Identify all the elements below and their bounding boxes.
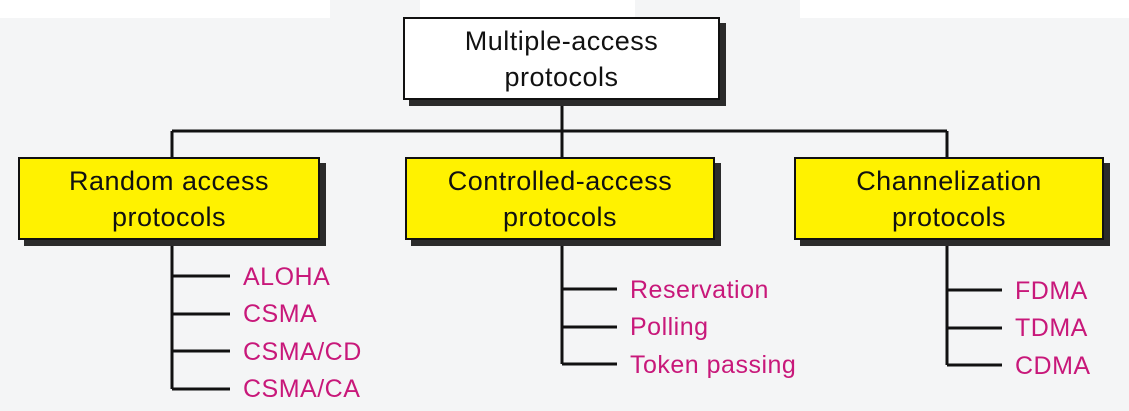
leaf-token-passing: Token passing: [630, 351, 797, 379]
leaf-tdma: TDMA: [1015, 314, 1088, 342]
leaf-csma-ca: CSMA/CA: [243, 375, 361, 403]
watermark-block: [800, 0, 1129, 18]
root-node: Multiple-access protocols: [403, 17, 720, 100]
watermark-block: [420, 0, 635, 18]
category-node-label: Channelization protocols: [856, 165, 1042, 232]
leaf-csma-cd: CSMA/CD: [243, 338, 362, 366]
leaf-cdma: CDMA: [1015, 352, 1091, 380]
category-node-random-access: Random access protocols: [18, 157, 320, 240]
leaf-polling: Polling: [630, 313, 709, 341]
leaf-reservation: Reservation: [630, 276, 769, 304]
watermark-block: [0, 0, 330, 18]
category-node-label: Controlled-access protocols: [447, 165, 673, 232]
leaf-csma: CSMA: [243, 300, 318, 328]
category-node-channelization: Channelization protocols: [794, 157, 1104, 240]
category-node-controlled-access: Controlled-access protocols: [405, 157, 715, 240]
root-node-label: Multiple-access protocols: [464, 25, 659, 92]
category-node-label: Random access protocols: [68, 165, 270, 232]
leaf-aloha: ALOHA: [243, 263, 331, 291]
leaf-fdma: FDMA: [1015, 277, 1088, 305]
